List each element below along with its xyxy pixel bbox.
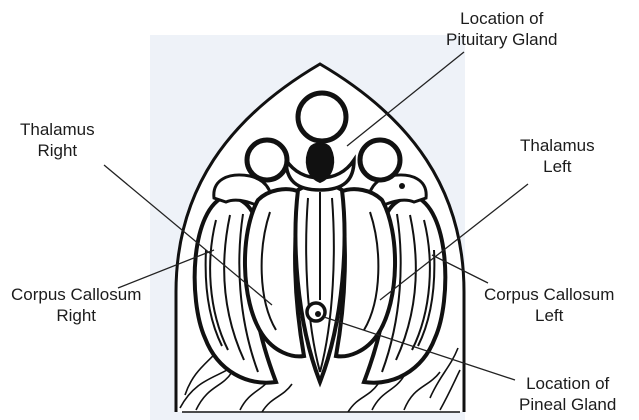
- pituitary-sphere: [298, 93, 346, 141]
- label-corpus-callosum-left-line2: Left: [484, 305, 614, 326]
- label-pineal-line2: Pineal Gland: [519, 394, 616, 415]
- label-thalamus-right-line1: Thalamus: [20, 119, 95, 140]
- label-pineal-gland: Location of Pineal Gland: [519, 373, 616, 415]
- label-thalamus-left-line1: Thalamus: [520, 135, 595, 156]
- label-corpus-callosum-right-line2: Right: [11, 305, 141, 326]
- label-pituitary-line2: Pituitary Gland: [446, 29, 558, 50]
- label-pituitary-line1: Location of: [446, 8, 558, 29]
- label-pituitary-gland: Location of Pituitary Gland: [446, 8, 558, 50]
- pineal-gland-dot: [315, 311, 321, 317]
- label-pineal-line1: Location of: [519, 373, 616, 394]
- label-corpus-callosum-left: Corpus Callosum Left: [484, 284, 614, 326]
- label-corpus-callosum-right: Corpus Callosum Right: [11, 284, 141, 326]
- label-thalamus-left-line2: Left: [520, 156, 595, 177]
- label-thalamus-right-line2: Right: [20, 140, 95, 161]
- central-bud: [307, 144, 333, 183]
- left-sphere: [247, 140, 287, 180]
- serpent-eye-left: [399, 183, 405, 189]
- label-corpus-callosum-right-line1: Corpus Callosum: [11, 284, 141, 305]
- label-thalamus-left: Thalamus Left: [520, 135, 595, 177]
- label-corpus-callosum-left-line1: Corpus Callosum: [484, 284, 614, 305]
- right-sphere: [360, 140, 400, 180]
- label-thalamus-right: Thalamus Right: [20, 119, 95, 161]
